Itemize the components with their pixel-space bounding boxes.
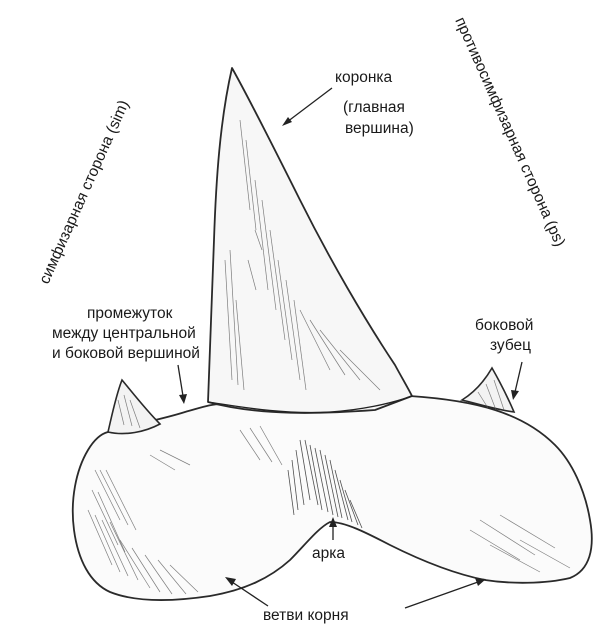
gap-label: промежуток bbox=[87, 305, 173, 322]
parasymphyseal-side-label: противосимфизарная сторона (ps) bbox=[451, 15, 568, 250]
symphyseal-side-label: симфизарная сторона (sim) bbox=[36, 98, 133, 287]
root-lobes-label: ветви корня bbox=[263, 607, 349, 624]
gap-pointer bbox=[178, 365, 187, 404]
cusplet-label-tooth: зубец bbox=[490, 337, 531, 354]
crown-label-main-cusp: (главная bbox=[343, 99, 405, 116]
cusplet-label: боковой bbox=[475, 317, 533, 334]
crown-pointer bbox=[282, 88, 332, 126]
left-cusplet bbox=[108, 380, 160, 434]
gap-label-and-lateral-cusp: и боковой вершиной bbox=[52, 345, 200, 362]
root-lobes-pointer-right bbox=[405, 578, 486, 608]
arch-label: арка bbox=[312, 545, 345, 562]
gap-label-between-central: между центральной bbox=[52, 325, 196, 342]
cusplet-pointer bbox=[511, 362, 522, 400]
crown-label-main-cusp-cont: вершина) bbox=[345, 120, 414, 137]
crown-label: коронка bbox=[335, 69, 392, 86]
